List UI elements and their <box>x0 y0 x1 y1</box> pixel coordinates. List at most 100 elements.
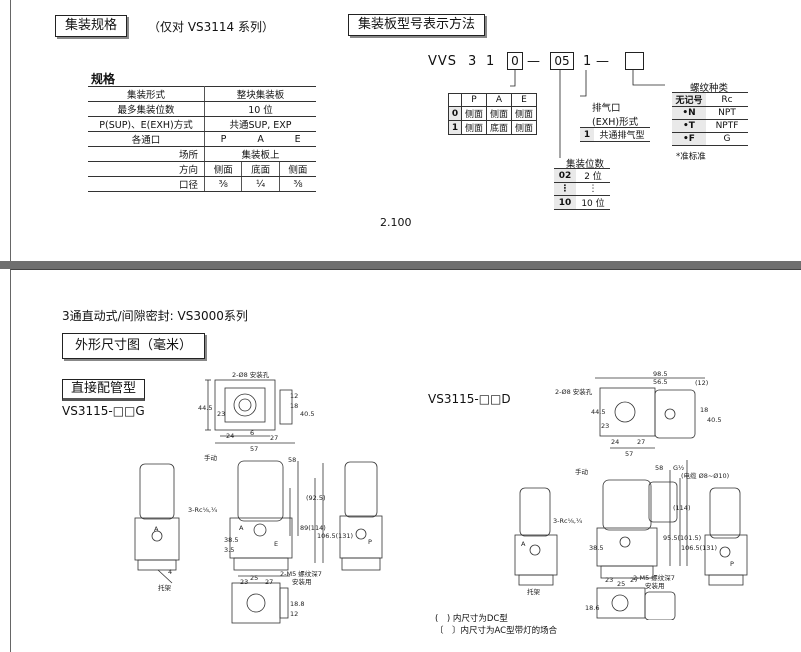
dim-label: 手动 <box>575 467 589 476</box>
table-row: •N NPT <box>672 106 748 120</box>
table-cell: •N <box>672 106 706 120</box>
exh-table: 1 共通排气型 <box>580 127 650 142</box>
dim-label: 2-M5 螺纹深7 <box>280 569 322 578</box>
table-cell: E <box>511 93 537 107</box>
dim-label: 12 <box>290 610 298 618</box>
table-cell: 02 <box>554 168 576 183</box>
dim-label: 18.8 <box>290 600 304 608</box>
table-row: 1 侧面 底面 侧面 <box>448 120 537 135</box>
spec-row: 方向 侧面 底面 侧面 <box>88 161 316 177</box>
table-cell: ⋮ <box>554 182 576 196</box>
spec-row: 口径 ⅜ ¼ ⅜ <box>88 176 316 192</box>
spec-value: 共通SUP, EXP <box>204 116 316 132</box>
spec-row: 最多集装位数 10 位 <box>88 101 316 117</box>
spec-key: 各通口 <box>88 131 205 147</box>
table-cell: 侧面 <box>461 106 487 121</box>
spec-heading: 规格 <box>91 72 116 86</box>
table-row: 0 侧面 侧面 侧面 <box>448 106 537 121</box>
dim-label: 安装用 <box>645 581 665 590</box>
dim-label: 25 <box>617 580 625 588</box>
port-e-label: E <box>274 540 278 548</box>
drawing-vs3115-d: 98.5 56.5 (12) 2-Ø8 安装孔 44.5 23 18 40.5 … <box>514 370 748 620</box>
direct-pipe-tab: 直接配管型 <box>62 379 146 401</box>
dim-label: (12) <box>695 379 708 387</box>
dim-label: 27 <box>637 438 645 446</box>
spec-value: P <box>204 131 242 147</box>
model-digit: 1 <box>583 54 592 69</box>
dim-label: 安装用 <box>292 577 312 586</box>
table-cell: A <box>486 93 512 107</box>
dimensions-tab: 外形尺寸图（毫米） <box>62 333 206 359</box>
table-cell: 0 <box>448 106 462 121</box>
dim-label: 托架 <box>158 583 172 592</box>
port-a-label: A <box>521 540 526 548</box>
dim-label: 106.5(131) <box>681 544 717 552</box>
spec-value: 底面 <box>241 161 280 177</box>
dim-label: 38.5 <box>589 544 603 552</box>
port-a-label: A <box>239 524 244 532</box>
dim-label: 57 <box>250 445 258 453</box>
table-cell: 侧面 <box>461 120 487 135</box>
dim-label: 56.5 <box>653 378 667 386</box>
dim-label: (92.5) <box>306 494 326 502</box>
table-row: ⋮ ⋮ <box>554 182 610 196</box>
dim-label: (电缆 Ø8~Ø10) <box>681 471 729 480</box>
dim-label: 6 <box>250 429 254 437</box>
dim-label: 40.5 <box>707 416 721 424</box>
spec-value: ⅜ <box>279 176 316 192</box>
dim-label: 57 <box>625 450 633 458</box>
dim-label: 106.5(131) <box>317 532 353 540</box>
dim-label: 4 <box>168 568 172 576</box>
dim-label: 25 <box>250 574 258 582</box>
table-row: 1 共通排气型 <box>580 127 650 142</box>
table-cell: 1 <box>580 127 594 142</box>
note-ac: 〔 〕内尺寸为AC型带灯的场合 <box>435 626 558 636</box>
table-cell: 侧面 <box>486 106 512 121</box>
dim-label: 3.5 <box>224 546 234 554</box>
model-digit: 1 <box>486 54 495 69</box>
spec-value: 侧面 <box>279 161 316 177</box>
spec-key: 集装形式 <box>88 86 205 102</box>
spec-value: A <box>241 131 280 147</box>
table-cell: 侧面 <box>511 106 537 121</box>
table-cell: NPTF <box>706 119 748 133</box>
dim-label: 手动 <box>204 453 218 462</box>
dim-label: 24 <box>226 432 234 440</box>
model-box-manifold: 0 <box>507 52 523 70</box>
dim-label: 23 <box>217 410 225 418</box>
dim-label: 44.5 <box>591 408 605 416</box>
table-cell: 10 位 <box>576 195 610 210</box>
dim-label: 58 <box>288 456 296 464</box>
table-cell: NPT <box>706 106 748 120</box>
dim-label: 23 <box>605 576 613 584</box>
table-cell: 底面 <box>486 120 512 135</box>
table-row: 无记号 Rc <box>672 92 748 107</box>
dim-label: 3-Rc⅛,¼ <box>553 517 583 525</box>
model-dash: — <box>596 54 609 69</box>
table-row: 02 2 位 <box>554 168 610 183</box>
spec-value: 整块集装板 <box>204 86 316 102</box>
dim-label: 27 <box>630 576 638 584</box>
dim-label: 58 <box>655 464 663 472</box>
dim-label: 18.6 <box>585 604 599 612</box>
spec-table: 集装形式 整块集装板 最多集装位数 10 位 P(SUP)、E(EXH)方式 共… <box>88 86 316 192</box>
spec-key: 方向 <box>88 161 205 177</box>
table-cell: G <box>706 132 748 146</box>
spec-subtitle: （仅对 VS3114 系列） <box>148 20 274 34</box>
page-divider <box>0 261 801 269</box>
spec-value: 10 位 <box>204 101 316 117</box>
page-number: 2.100 <box>380 216 412 229</box>
thread-note: *准标准 <box>676 152 706 162</box>
spec-row: P(SUP)、E(EXH)方式 共通SUP, EXP <box>88 116 316 132</box>
spec-value: ¼ <box>241 176 280 192</box>
dim-label: 40.5 <box>300 410 314 418</box>
stations-label: 集装位数 <box>566 159 605 170</box>
spec-value: 集装板上 <box>204 146 316 162</box>
table-cell: 10 <box>554 195 576 210</box>
table-cell: 1 <box>448 120 462 135</box>
thread-label: 螺纹种类 <box>690 83 729 94</box>
table-cell: •F <box>672 132 706 146</box>
table-row: •F G <box>672 132 748 146</box>
dim-label: 27 <box>270 434 278 442</box>
model-d-label: VS3115-□□D <box>428 392 511 406</box>
